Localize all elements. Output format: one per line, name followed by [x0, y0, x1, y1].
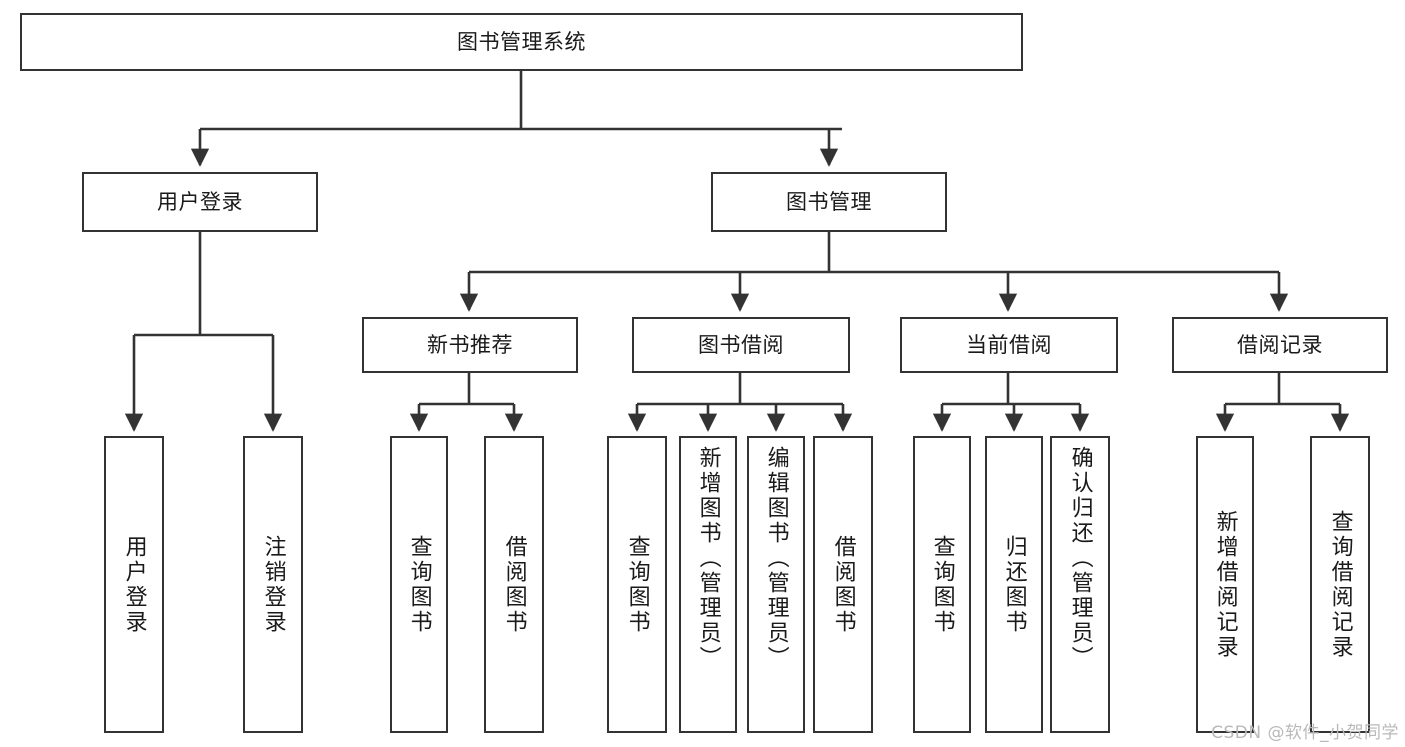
node-leaf-add-borrow-record[interactable]: 新增借阅记录 — [1196, 436, 1254, 733]
node-leaf-query-book-1[interactable]: 查询图书 — [390, 436, 448, 733]
node-label: 用户登录 — [121, 534, 147, 635]
node-current-borrow[interactable]: 当前借阅 — [900, 317, 1118, 373]
node-new-book-recommend[interactable]: 新书推荐 — [362, 317, 578, 373]
node-user-login[interactable]: 用户登录 — [82, 172, 318, 232]
csdn-watermark: CSDN @软件_小贺同学 — [1211, 723, 1399, 743]
node-label: 查询借阅记录 — [1327, 509, 1353, 660]
node-label: 查询图书 — [929, 534, 955, 635]
node-label: 图书管理 — [786, 189, 872, 214]
node-leaf-query-book-3[interactable]: 查询图书 — [913, 436, 971, 733]
node-label: 新增图书（管理员） — [695, 446, 721, 671]
node-label: 注销登录 — [260, 534, 286, 635]
node-leaf-logout[interactable]: 注销登录 — [243, 436, 303, 733]
node-book-manage[interactable]: 图书管理 — [711, 172, 947, 232]
node-label: 新书推荐 — [427, 332, 513, 357]
node-label: 归还图书 — [1001, 534, 1027, 635]
node-label: 图书管理系统 — [457, 29, 586, 54]
node-leaf-user-login[interactable]: 用户登录 — [104, 436, 164, 733]
node-label: 借阅记录 — [1237, 332, 1323, 357]
node-leaf-borrow-book-2[interactable]: 借阅图书 — [813, 436, 873, 733]
node-label: 编辑图书（管理员） — [763, 446, 789, 671]
node-label: 用户登录 — [157, 189, 243, 214]
node-leaf-add-book-admin[interactable]: 新增图书（管理员） — [679, 436, 737, 733]
node-label: 新增借阅记录 — [1212, 509, 1238, 660]
node-label: 查询图书 — [624, 534, 650, 635]
node-label: 图书借阅 — [698, 332, 784, 357]
node-label: 当前借阅 — [966, 332, 1052, 357]
node-leaf-borrow-book-1[interactable]: 借阅图书 — [484, 436, 544, 733]
node-label: 借阅图书 — [501, 534, 527, 635]
node-leaf-edit-book-admin[interactable]: 编辑图书（管理员） — [747, 436, 805, 733]
node-root-system[interactable]: 图书管理系统 — [20, 13, 1023, 71]
node-leaf-confirm-return-admin[interactable]: 确认归还（管理员） — [1050, 436, 1110, 733]
node-leaf-query-book-2[interactable]: 查询图书 — [607, 436, 667, 733]
node-book-borrow[interactable]: 图书借阅 — [632, 317, 850, 373]
node-borrow-record[interactable]: 借阅记录 — [1172, 317, 1388, 373]
node-leaf-query-borrow-record[interactable]: 查询借阅记录 — [1310, 436, 1370, 733]
node-label: 查询图书 — [406, 534, 432, 635]
node-leaf-return-book[interactable]: 归还图书 — [985, 436, 1043, 733]
node-label: 确认归还（管理员） — [1067, 446, 1093, 671]
node-label: 借阅图书 — [830, 534, 856, 635]
